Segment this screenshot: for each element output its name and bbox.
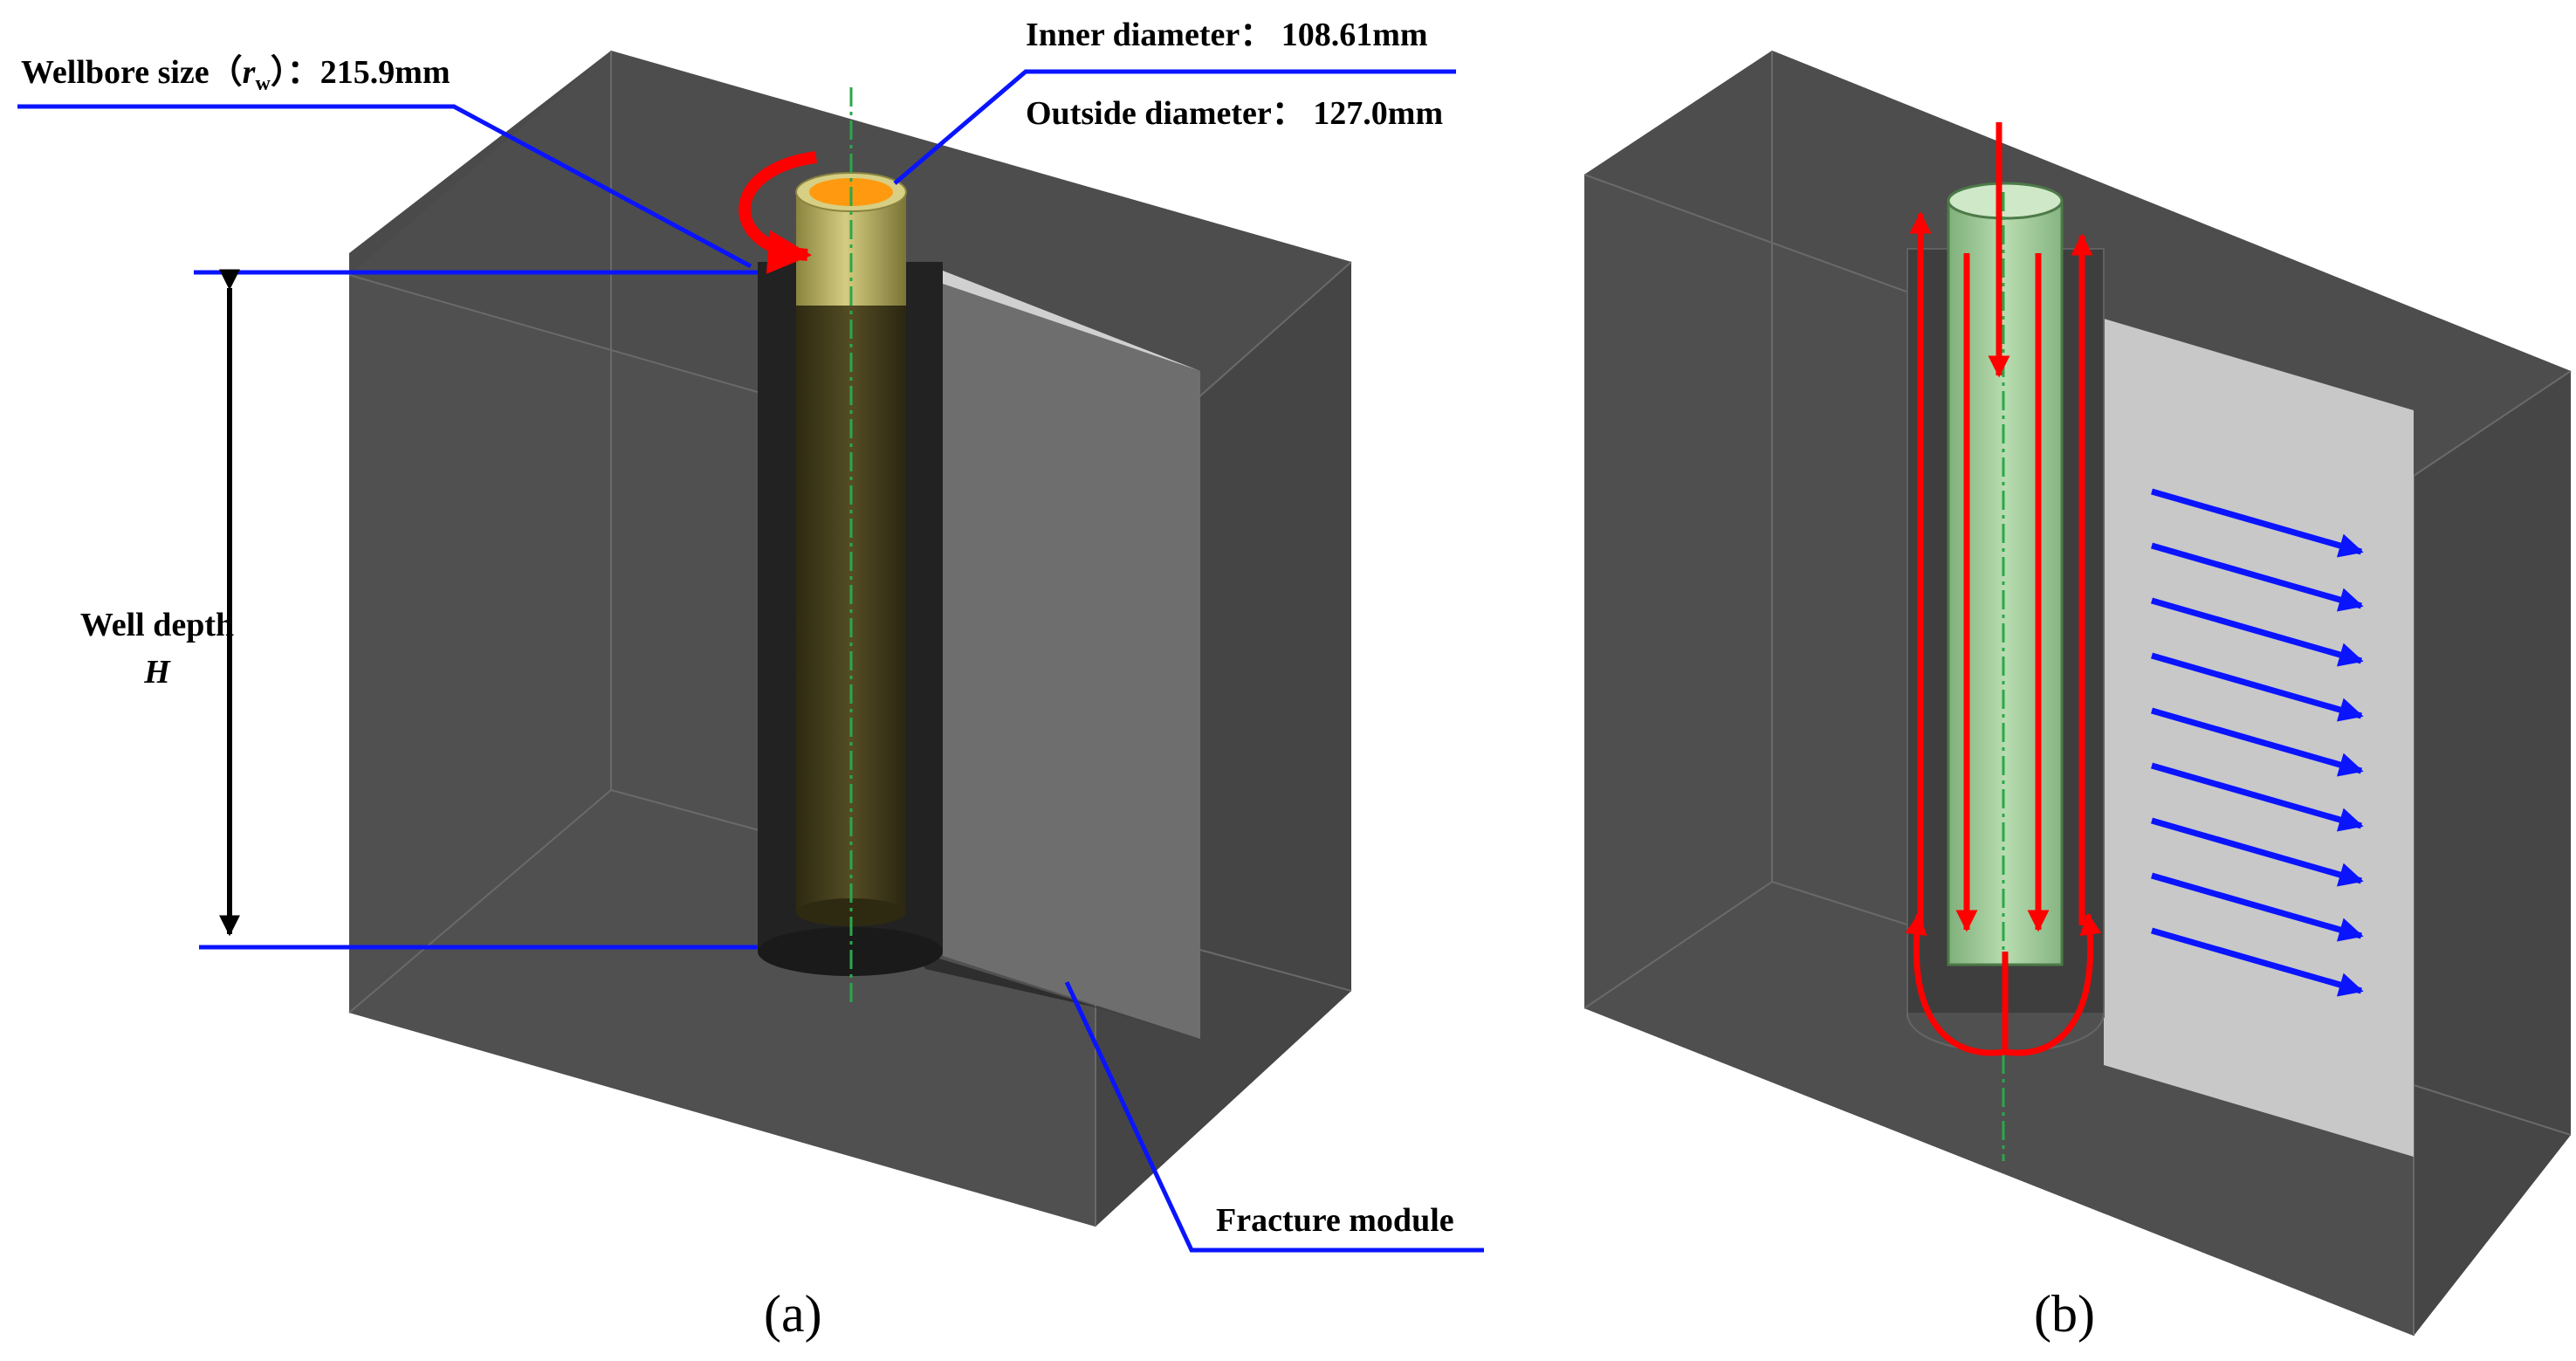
tubing-b-top: [1947, 182, 2064, 220]
fracture-plane-a-shadow: [917, 952, 1200, 1039]
caption-a: (a): [764, 1285, 822, 1343]
lateral-flow-arrows-b: [2151, 488, 2364, 997]
caption-b: (b): [2034, 1285, 2095, 1343]
fracture-plane-a-top: [943, 271, 1200, 371]
outside-diameter-label: Outside diameter： 127.0mm: [1026, 95, 1443, 132]
panel-b: (b): [1583, 51, 2572, 1343]
fracture-module-label: Fracture module: [1216, 1202, 1454, 1239]
panel-a: Wellbore size（rw）：215.9mm Inner diameter…: [17, 17, 1484, 1343]
leader-lines-a: [17, 69, 1484, 1253]
casing-bottom-a: [796, 898, 906, 926]
rotation-arrow-a: [738, 151, 817, 274]
well-depth-label: Well depth: [80, 607, 234, 643]
inner-diameter-label: Inner diameter： 108.61mm: [1026, 17, 1428, 53]
flow-arrows-b: [1905, 122, 2102, 1056]
well-depth-symbol: H: [143, 654, 171, 691]
block-b-side-face: [2414, 371, 2571, 1336]
fracture-plane-b: [2104, 319, 2414, 1157]
fracture-plane-a: [943, 284, 1200, 1039]
wellbore-size-label: Wellbore size（rw）：215.9mm: [21, 54, 450, 95]
